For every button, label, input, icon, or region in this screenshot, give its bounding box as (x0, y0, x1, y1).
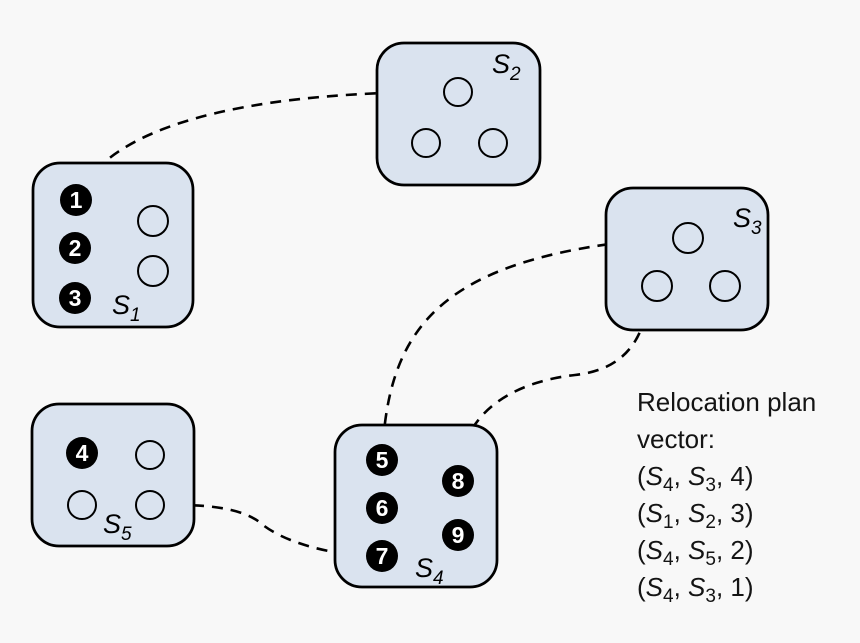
legend-title-line1: Relocation plan (637, 387, 817, 417)
token-4: 4 (66, 437, 98, 469)
dst-server: S (688, 535, 706, 565)
server-box-s1: S1 1 2 3 (31, 161, 195, 329)
token-8: 8 (442, 465, 474, 497)
token-3: 3 (59, 282, 91, 314)
server-box-s5: S5 4 (30, 402, 196, 548)
server-box-s4: S4 5 6 7 8 9 (333, 423, 499, 589)
relocation-plan-legend: Relocation plan vector: (S4, S3, 4) (S1,… (637, 384, 816, 606)
legend-title-line2: vector: (637, 424, 716, 454)
token-circle (442, 519, 474, 551)
arrow-s4-to-s5 (176, 497, 366, 558)
token-2: 2 (59, 232, 91, 264)
token-1: 1 (60, 184, 92, 216)
empty-slot (67, 490, 97, 520)
src-server: S (645, 498, 664, 528)
server-label-s2: S2 (492, 49, 521, 85)
token-number: 4 (76, 440, 89, 466)
token-circle (59, 232, 91, 264)
arrow-s1-to-s2 (82, 84, 444, 186)
token-circle (366, 540, 398, 572)
src-server: S (645, 535, 664, 565)
empty-slot (709, 270, 741, 302)
token-circle (442, 465, 474, 497)
token-number: 3 (69, 285, 82, 311)
empty-slot (443, 77, 473, 107)
server-label-s3: S3 (733, 203, 762, 239)
token-count: 2 (730, 535, 745, 565)
dst-server: S (688, 572, 706, 602)
server-box-s2: S2 (375, 41, 542, 187)
empty-slot (411, 128, 441, 158)
server-box-s3: S3 (604, 186, 770, 332)
relocation-entry-2: (S1, S2, 3) (637, 498, 754, 534)
token-9: 9 (442, 519, 474, 551)
token-circle (59, 282, 91, 314)
token-7: 7 (366, 540, 398, 572)
empty-slot (135, 490, 165, 520)
token-number: 2 (69, 235, 82, 261)
empty-slot (135, 440, 165, 470)
token-number: 7 (376, 543, 389, 569)
arrow-s4-to-s3-upper (381, 231, 669, 444)
token-number: 8 (452, 468, 465, 494)
token-number: 1 (70, 187, 83, 213)
token-6: 6 (366, 492, 398, 524)
relocation-entry-1: (S4, S3, 4) (637, 461, 754, 497)
src-server: S (645, 461, 664, 491)
token-5: 5 (366, 444, 398, 476)
token-count: 3 (730, 498, 745, 528)
token-count: 1 (730, 572, 745, 602)
token-circle (366, 444, 398, 476)
src-server: S (645, 572, 664, 602)
empty-slot (137, 205, 169, 237)
token-number: 6 (376, 495, 389, 521)
token-circle (366, 492, 398, 524)
token-count: 4 (730, 461, 745, 491)
arrow-s4-to-s3-lower (457, 299, 654, 465)
token-circle (60, 184, 92, 216)
empty-slot (641, 270, 673, 302)
relocation-entry-4: (S4, S3, 1) (637, 572, 754, 608)
empty-slot (137, 255, 169, 287)
empty-slot (478, 128, 508, 158)
server-label-s1: S1 (112, 290, 141, 326)
server-label-s4: S4 (415, 553, 444, 589)
dst-server: S (688, 461, 706, 491)
server-label-s5: S5 (103, 509, 132, 545)
empty-slot (672, 222, 704, 254)
token-number: 9 (452, 522, 465, 548)
token-number: 5 (376, 447, 389, 473)
relocation-entry-3: (S4, S5, 2) (637, 535, 754, 571)
token-circle (66, 437, 98, 469)
dst-server: S (688, 498, 706, 528)
